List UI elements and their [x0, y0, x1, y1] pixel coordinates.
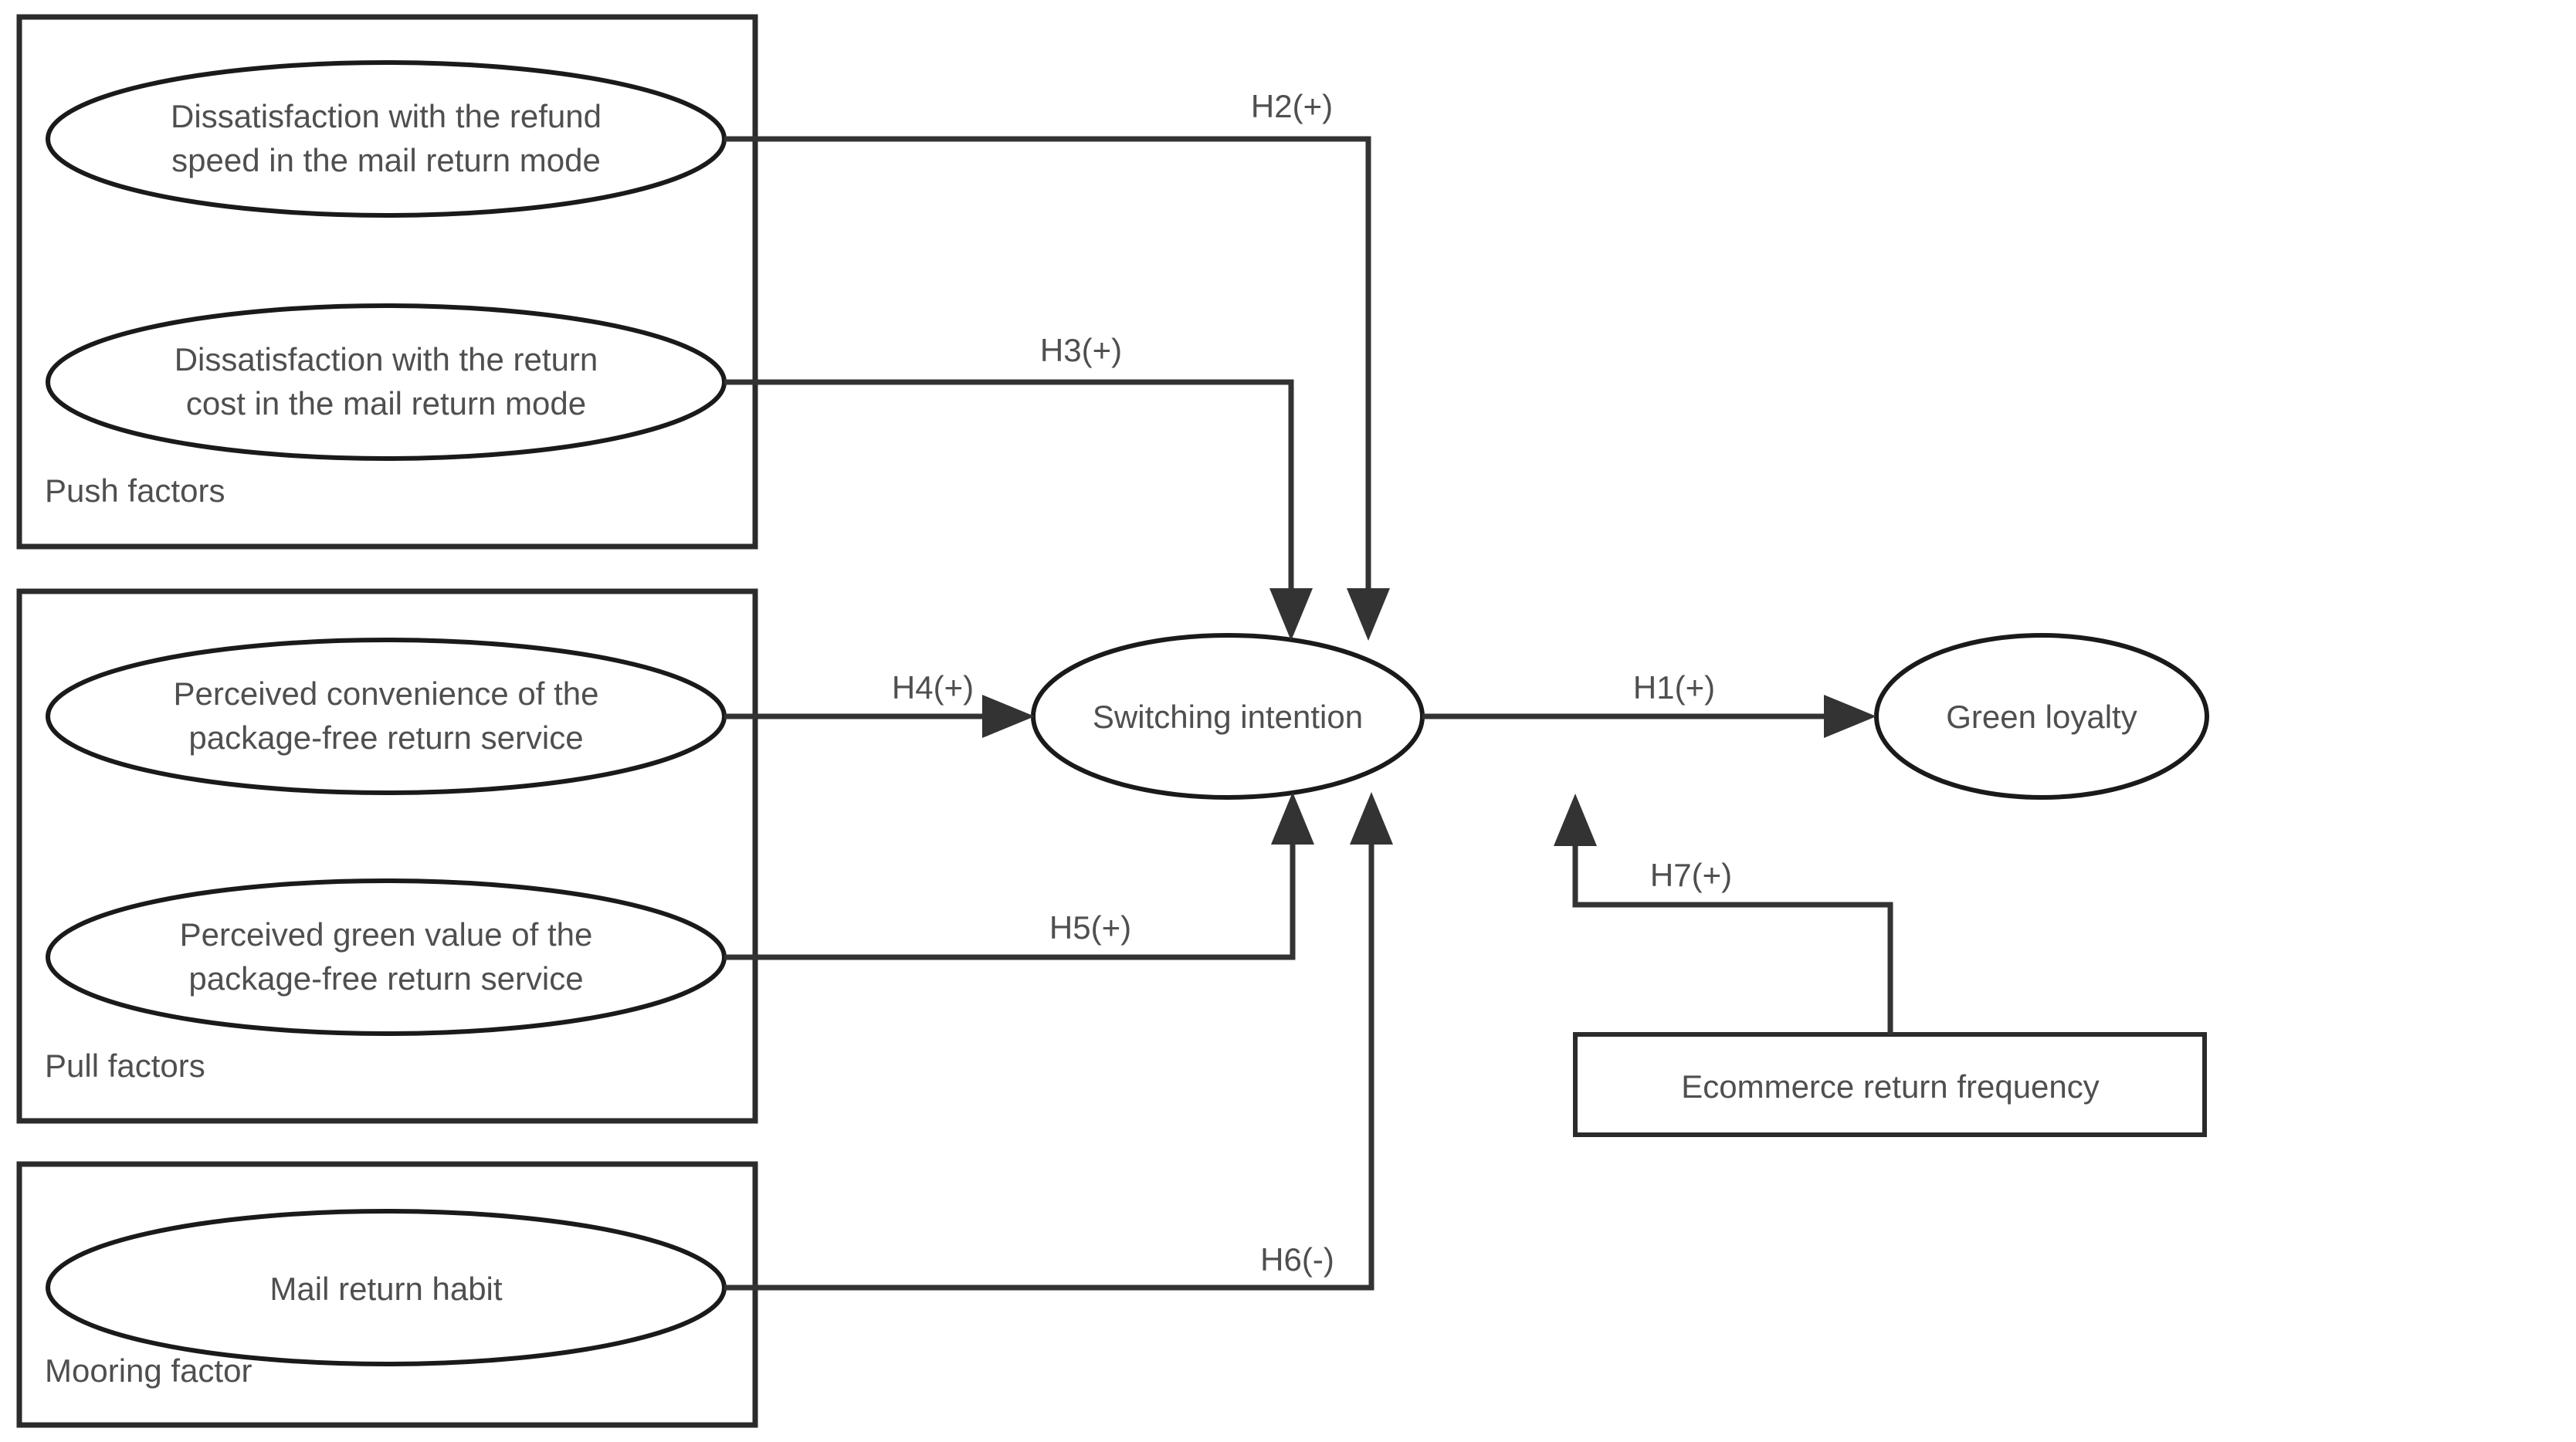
construct-label-push-1-line2: speed in the mail return mode: [171, 142, 601, 178]
construct-label-push-2-line1: Dissatisfaction with the return: [175, 341, 598, 377]
arrow-head-h2: [1347, 588, 1390, 641]
path-h5: [724, 817, 1296, 960]
group-box-push: [16, 14, 758, 550]
group-label-push: Push factors: [45, 472, 225, 509]
hypothesis-label-h1: H1(+): [1633, 669, 1715, 706]
hypothesis-label-h4: H4(+): [892, 669, 974, 706]
construct-label-pull-2-line1: Perceived green value of the: [180, 916, 593, 953]
path-h3: [724, 379, 1294, 618]
construct-label-pull-1-line2: package-free return service: [188, 719, 583, 756]
hypothesis-label-h6: H6(-): [1260, 1241, 1334, 1278]
construct-ellipse-pull-1: [46, 638, 727, 795]
path-h7: [1572, 818, 1893, 1034]
moderator-label: Ecommerce return frequency: [1681, 1068, 2100, 1105]
construct-label-push-1-line1: Dissatisfaction with the refund: [171, 98, 602, 134]
construct-label-green-loyalty: Green loyalty: [1946, 699, 2137, 735]
moderator-box-ecommerce-return-frequency: [1573, 1032, 2207, 1137]
hypothesis-label-h2: H2(+): [1251, 88, 1333, 124]
group-label-pull: Pull factors: [45, 1048, 205, 1084]
arrow-head-h5: [1271, 792, 1314, 845]
group-box-mooring: [16, 1161, 758, 1428]
arrow-head-h3: [1269, 588, 1313, 641]
construct-label-switching-intention: Switching intention: [1093, 699, 1363, 735]
hypothesis-label-h3: H3(+): [1040, 332, 1122, 368]
group-box-pull: [16, 588, 758, 1124]
arrow-head-h7: [1554, 794, 1597, 846]
construct-label-mooring-1: Mail return habit: [269, 1271, 502, 1307]
hypothesis-label-h7: H7(+): [1650, 857, 1732, 893]
construct-ellipse-pull-2: [46, 878, 727, 1036]
arrow-head-h1: [1824, 695, 1876, 738]
construct-label-push-2-line2: cost in the mail return mode: [186, 385, 586, 421]
construct-ellipse-push-2: [46, 303, 727, 461]
path-h2: [724, 136, 1371, 618]
construct-label-pull-1-line1: Perceived convenience of the: [173, 675, 598, 712]
path-h6: [724, 817, 1374, 1291]
arrow-head-h6: [1350, 792, 1393, 845]
arrow-head-h4: [982, 695, 1035, 738]
hypothesis-label-h5: H5(+): [1049, 909, 1131, 946]
construct-ellipse-push-1: [46, 60, 727, 218]
group-label-mooring: Mooring factor: [45, 1352, 252, 1389]
construct-label-pull-2-line2: package-free return service: [188, 960, 583, 997]
